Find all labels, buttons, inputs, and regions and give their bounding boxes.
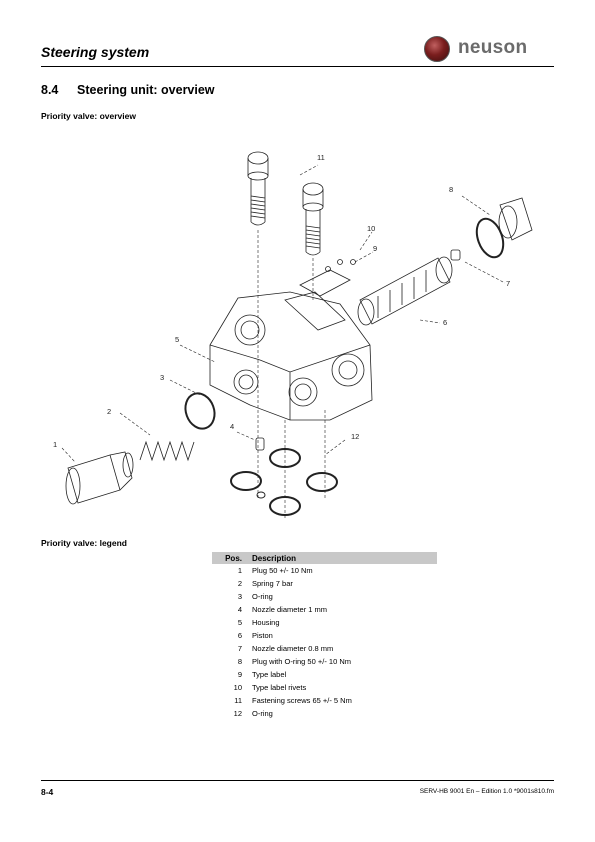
callout-6: 6 [443, 318, 447, 327]
row-pos: 1 [237, 565, 242, 575]
footer-divider [41, 780, 554, 781]
brand-logo: neuson [424, 36, 554, 62]
row-desc: Plug with O-ring 50 +/- 10 Nm [252, 656, 351, 666]
col-desc-header: Description [252, 552, 437, 564]
row-desc: Nozzle diameter 0.8 mm [252, 643, 334, 653]
table-row: 8 Plug with O-ring 50 +/- 10 Nm [212, 655, 437, 668]
callout-2: 2 [107, 407, 111, 416]
logo-emblem-icon [424, 36, 450, 62]
callout-7: 7 [506, 279, 510, 288]
legend-table: Pos. Description 1 Plug 50 +/- 10 Nm 2 Spr… [212, 552, 437, 720]
edition-info: SERV-HB 9001 En – Edition 1.0 *9001s810.… [419, 788, 554, 795]
row-desc: Nozzle diameter 1 mm [252, 604, 328, 614]
chapter-title: Steering system [41, 44, 150, 60]
page-number: 8-4 [41, 787, 54, 797]
table-row: 7 Nozzle diameter 0.8 mm [212, 642, 437, 655]
callout-5: 5 [175, 335, 179, 344]
table-row: 2 Spring 7 bar [212, 577, 437, 590]
table-row: 5 Housing [212, 616, 437, 629]
row-desc: O-ring [252, 708, 273, 718]
legend-header-row: Pos. Description [212, 552, 437, 564]
row-pos: 8 [237, 656, 242, 666]
fastening-screw-right [302, 182, 324, 256]
table-row: 4 Nozzle diameter 1 mm [212, 603, 437, 616]
type-label [299, 269, 351, 297]
row-pos: 9 [237, 669, 242, 679]
row-desc: Spring 7 bar [252, 578, 293, 588]
row-pos: 4 [237, 604, 242, 614]
callout-12: 12 [351, 432, 359, 441]
table-row: 6 Piston [212, 629, 437, 642]
callout-10: 10 [367, 224, 375, 233]
fastening-screw-left [247, 151, 269, 226]
row-pos: 2 [237, 578, 242, 588]
row-desc: Plug 50 +/- 10 Nm [252, 565, 313, 575]
row-pos: 6 [237, 630, 242, 640]
table-row: 9 Type label [212, 668, 437, 681]
section-title: Steering unit: overview [77, 83, 215, 97]
row-desc: Housing [252, 617, 280, 627]
row-desc: Fastening screws 65 +/- 5 Nm [252, 695, 352, 705]
callout-11: 11 [317, 153, 325, 162]
row-desc: O-ring [252, 591, 273, 601]
legend-heading: Priority valve: legend [41, 538, 127, 548]
row-desc: Type label [252, 669, 287, 679]
spring [139, 440, 195, 462]
table-row: 11 Fastening screws 65 +/- 5 Nm [212, 694, 437, 707]
housing [209, 291, 373, 421]
section-number: 8.4 [41, 83, 59, 97]
table-row: 3 O-ring [212, 590, 437, 603]
plug [65, 451, 134, 505]
overview-heading: Priority valve: overview [41, 111, 136, 121]
table-row: 10 Type label rivets [212, 681, 437, 694]
callout-1: 1 [53, 440, 57, 449]
row-pos: 11 [234, 695, 242, 705]
callout-9: 9 [373, 244, 377, 253]
row-pos: 3 [237, 591, 242, 601]
callout-8: 8 [449, 185, 453, 194]
table-row: 12 O-ring [212, 707, 437, 720]
piston [357, 256, 453, 326]
row-pos: 12 [233, 708, 242, 718]
callout-4: 4 [230, 422, 234, 431]
header-divider [41, 66, 554, 67]
row-pos: 5 [237, 617, 242, 627]
row-desc: Piston [252, 630, 273, 640]
row-pos: 10 [233, 682, 242, 692]
table-row: 1 Plug 50 +/- 10 Nm [212, 564, 437, 577]
col-pos-header: Pos. [212, 552, 252, 564]
brand-name: neuson [458, 37, 528, 58]
row-desc: Type label rivets [252, 682, 307, 692]
row-pos: 7 [237, 643, 242, 653]
callout-3: 3 [160, 373, 164, 382]
priority-valve-exploded-diagram: 1 2 3 4 5 6 7 8 9 10 11 12 [53, 151, 533, 520]
